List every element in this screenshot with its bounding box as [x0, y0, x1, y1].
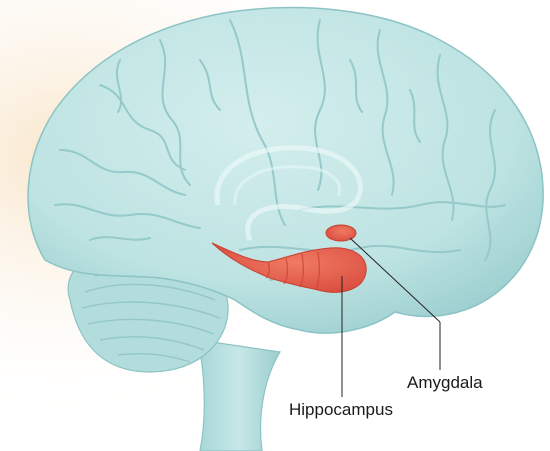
- amygdala-shape: [326, 225, 356, 241]
- hippocampus-label: Hippocampus: [289, 401, 393, 418]
- amygdala-label: Amygdala: [407, 374, 483, 391]
